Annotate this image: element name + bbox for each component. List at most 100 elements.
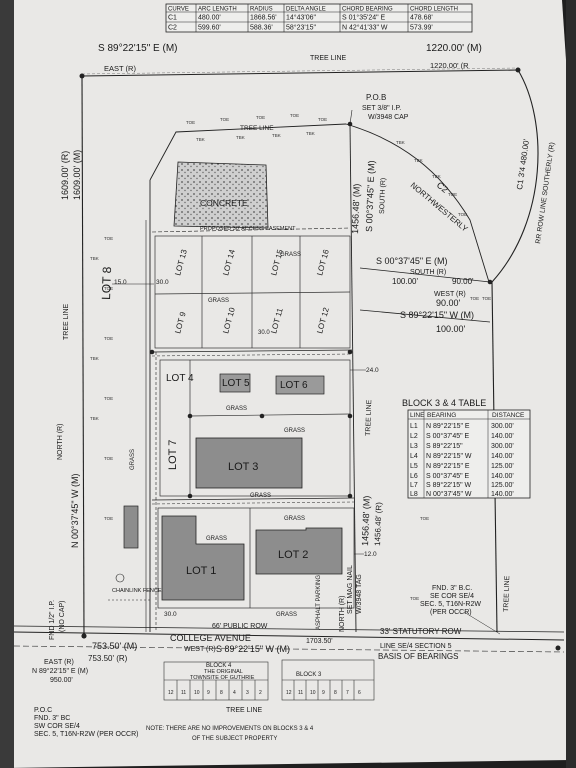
block-4-label: BLOCK 4 <box>206 663 232 669</box>
poc-label-3: SW COR SE/4 <box>34 723 80 730</box>
block-4-lots <box>163 661 269 701</box>
block-row-l8-distance: 140.00' <box>491 491 514 498</box>
east-record-bottom: EAST (R) <box>44 659 74 666</box>
right-south-record: SOUTH (R) <box>410 269 446 276</box>
svg-text:TBK: TBK <box>272 133 281 138</box>
curve-table-header-delta: DELTA ANGLE <box>286 7 326 13</box>
poc-label-4: SEC. 5, T16N-R2W (PER OCCR) <box>34 731 139 738</box>
west-record: WEST (R) <box>184 646 216 653</box>
fnd-lp-label-1: FND 1/2" I.P. <box>49 600 56 640</box>
section-line-label: LINE SE/4 SECTION 5 <box>380 643 452 650</box>
block-row-l7-line: L7 <box>410 482 418 489</box>
pob-detail-1: SET 3/8" I.P. <box>362 105 401 112</box>
dist-950: 950.00' <box>50 677 73 684</box>
curve-row-c2-bearing: N 42°41'33" W <box>342 24 388 32</box>
svg-text:TOE: TOE <box>186 120 195 125</box>
curve-table-header-radius: RADIUS <box>250 7 273 13</box>
set-mag-nail-2: W/3948 TAG <box>356 574 363 614</box>
block-row-l2-line: L2 <box>410 433 418 440</box>
svg-text:TOE: TOE <box>290 113 299 118</box>
dim-24: 24.0 <box>366 367 379 374</box>
lot-1-building <box>161 515 245 601</box>
block-row-l8-bearing: N 00°37'45" W <box>426 490 472 498</box>
poc-label-2: FND. 3" BC <box>34 715 70 722</box>
block-row-l7-bearing: S 89°22'15" W <box>426 481 472 489</box>
block-table-title: BLOCK 3 & 4 TABLE <box>402 398 486 408</box>
block-row-l4-distance: 140.00' <box>491 453 514 460</box>
grass-label-2: GRASS <box>208 298 229 304</box>
left-distance-record: 1609.00' (R) <box>60 151 70 200</box>
lot-5-building <box>219 373 251 393</box>
left-distance-measured: 1609.00' (M) <box>72 150 82 200</box>
pob-label: P.O.B <box>366 93 386 102</box>
notch-boundary <box>359 267 491 323</box>
right-dist-1: 100.00' <box>392 277 418 286</box>
block-row-l2-distance: 140.00' <box>491 433 514 440</box>
curve-table-header-chord-bearing: CHORD BEARING <box>342 7 393 13</box>
fnd-bc-3: SEC. 5, T16N-R2W <box>420 601 481 608</box>
curve-table-header-curve: CURVE <box>168 7 189 13</box>
note-line-2: OF THE SUBJECT PROPERTY <box>192 736 277 742</box>
block-row-l6-distance: 140.00' <box>491 473 514 480</box>
curve-row-c1-arc: 480.00' <box>198 15 221 22</box>
svg-text:9: 9 <box>207 690 210 696</box>
svg-text:3: 3 <box>246 690 249 696</box>
bearing-753-measured: 753.50' (M) <box>92 641 137 651</box>
tree-line-left: TREE LINE <box>63 303 70 340</box>
block-row-l5-bearing: N 89°22'15" E <box>426 462 470 470</box>
block-row-l6-line: L6 <box>410 473 418 480</box>
right-bearing-1: S 00°37'45" E (M) <box>376 256 448 266</box>
svg-text:TOE: TOE <box>104 236 113 241</box>
south-bearing-bottom: S 89°22'15" W (M) <box>216 644 290 654</box>
lot-7-label: LOT 7 <box>167 440 179 470</box>
concrete-pad <box>173 161 269 229</box>
fnd-lp-label-2: (NO CAP) <box>59 601 66 633</box>
tree-line-bottom: TREE LINE <box>226 707 263 714</box>
curve-row-c1-radius: 1868.56' <box>250 15 277 22</box>
block-row-l1-bearing: N 89°22'15" E <box>426 422 470 430</box>
bearing-753-record: 753.50' (R) <box>88 654 128 663</box>
lot-4-label: LOT 4 <box>166 373 194 384</box>
concrete-label: CONCRETE <box>200 198 248 208</box>
left-direction-record: NORTH (R) <box>57 424 64 460</box>
inner-bearing-label: S 00°37'45" E (M) <box>364 160 376 232</box>
block-row-l3-distance: 300.00' <box>491 443 514 450</box>
block-row-l4-bearing: N 89°22'15" W <box>426 452 472 460</box>
curve-row-c1-bearing: S 01°35'24" E <box>342 14 386 22</box>
asphalt-parking-label: ASPHALT PARKING <box>316 575 322 630</box>
svg-text:11: 11 <box>181 690 186 696</box>
poc-label-1: P.O.C <box>34 707 52 714</box>
svg-text:4: 4 <box>233 690 236 696</box>
curve-table-header-chord-length: CHORD LENGTH <box>410 7 458 13</box>
svg-text:10: 10 <box>310 690 316 696</box>
svg-text:TOE: TOE <box>256 115 265 120</box>
svg-text:TOE: TOE <box>104 336 113 341</box>
block-row-l4-line: L4 <box>410 453 418 460</box>
svg-text:TOE: TOE <box>458 212 467 217</box>
pob-detail-2: W/3948 CAP <box>368 114 409 121</box>
curve-row-c2-delta: 58°23'15" <box>286 24 316 32</box>
block-row-l5-distance: 125.00' <box>491 463 514 470</box>
fnd-bc-4: (PER OCCR) <box>430 609 472 616</box>
lot-5-label: LOT 5 <box>222 378 250 389</box>
lot-1-label: LOT 1 <box>186 565 216 577</box>
right-dist-2: 90.00' <box>452 277 474 286</box>
curve-row-c1-length: 478.68' <box>410 15 433 22</box>
svg-text:TOE: TOE <box>104 286 113 291</box>
block-row-l1-distance: 300.00' <box>491 423 514 430</box>
set-mag-nail-1: SET MAG NAIL <box>347 565 354 614</box>
dist-1703: 1703.50' <box>306 638 333 645</box>
svg-text:TBK: TBK <box>414 158 423 163</box>
svg-text:9: 9 <box>322 690 325 696</box>
basis-of-bearings-label: BASIS OF BEARINGS <box>378 652 458 661</box>
grass-label-6: GRASS <box>206 536 227 542</box>
svg-text:TOE: TOE <box>410 596 419 601</box>
block-row-l7-distance: 125.00' <box>491 482 514 489</box>
block-row-l8-line: L8 <box>410 491 418 498</box>
block-row-l2-bearing: S 00°37'45" E <box>426 432 470 440</box>
svg-text:TBK: TBK <box>90 256 99 261</box>
grass-label-8: GRASS <box>276 612 297 618</box>
statutory-row-label: 33' STATUTORY ROW <box>380 627 462 636</box>
